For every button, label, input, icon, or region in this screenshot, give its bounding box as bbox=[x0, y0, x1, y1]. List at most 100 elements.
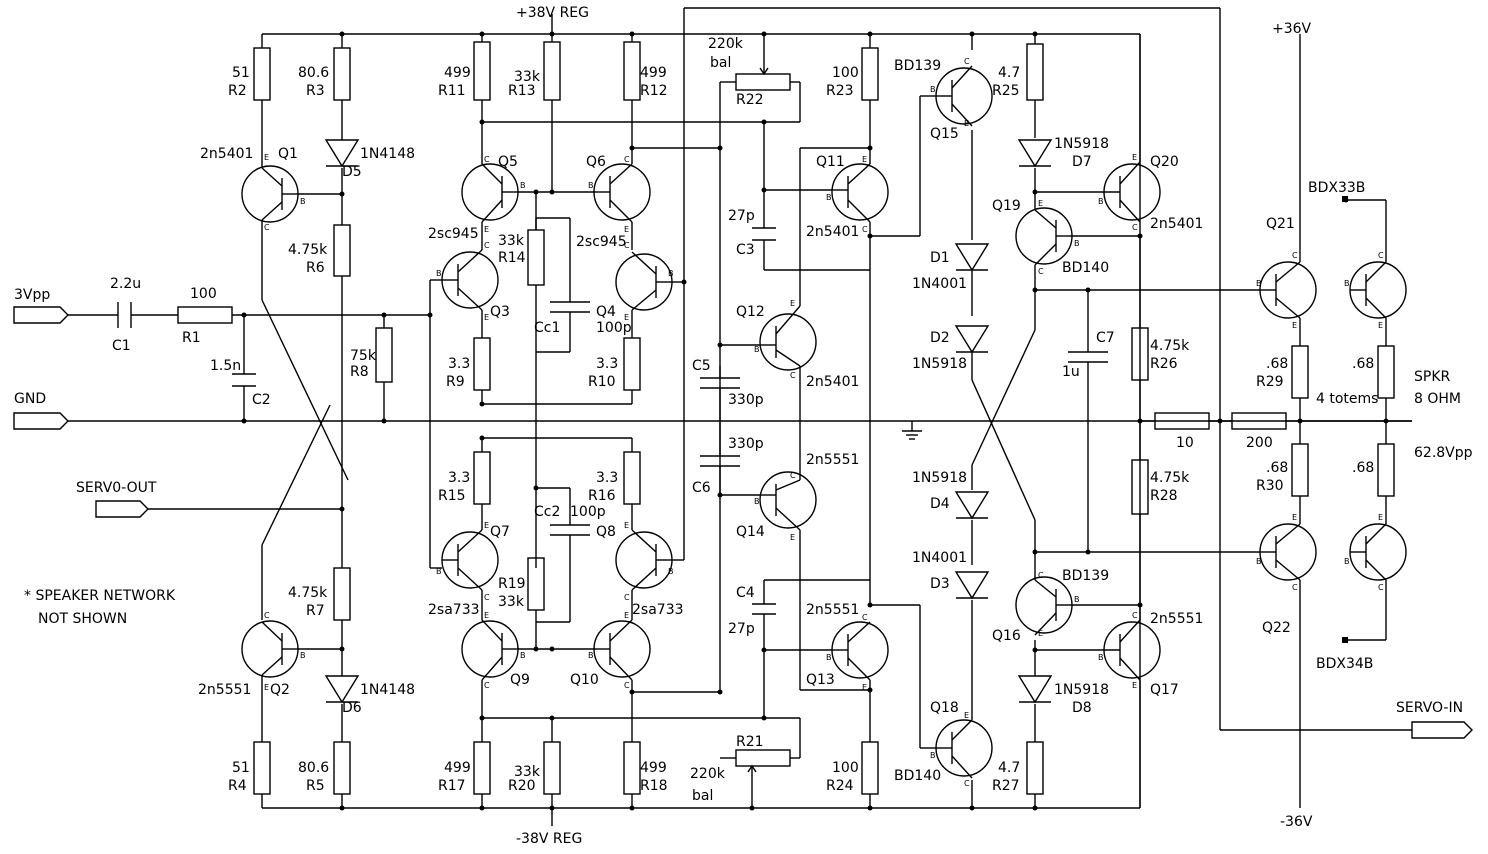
r26-ref: R26 bbox=[1150, 356, 1178, 372]
q3-ref: Q3 bbox=[490, 304, 510, 320]
r2-ref: R2 bbox=[228, 83, 247, 99]
svg-text:E: E bbox=[624, 225, 629, 234]
q11-part: 2n5401 bbox=[806, 224, 859, 240]
svg-text:E: E bbox=[1132, 681, 1137, 690]
servo-in-label: SERVO-IN bbox=[1396, 700, 1463, 716]
svg-text:B: B bbox=[668, 269, 674, 278]
q1-ref: Q1 bbox=[278, 146, 298, 162]
q7-ref: Q7 bbox=[490, 524, 510, 540]
svg-text:B: B bbox=[436, 567, 442, 576]
q20-ref: Q20 bbox=[1150, 154, 1179, 170]
q5-part: 2sc945 bbox=[428, 226, 479, 242]
svg-text:E: E bbox=[1378, 513, 1383, 522]
q5-ref: Q5 bbox=[498, 154, 518, 170]
svg-text:E: E bbox=[1292, 513, 1297, 522]
q2-part: 2n5551 bbox=[198, 682, 251, 698]
q6-ref: Q6 bbox=[586, 154, 606, 170]
svg-text:C: C bbox=[862, 613, 868, 622]
d7-value: 1N5918 bbox=[1054, 136, 1109, 152]
r6-value: 4.75k bbox=[288, 242, 328, 258]
svg-text:E: E bbox=[1132, 153, 1137, 162]
q22-ref: Q22 bbox=[1262, 620, 1291, 636]
q12-part: 2n5401 bbox=[806, 374, 859, 390]
c3-value: 27p bbox=[728, 208, 755, 224]
r30-ref: R30 bbox=[1256, 478, 1284, 494]
r13-ref: R13 bbox=[508, 83, 536, 99]
totems-label: 4 totems bbox=[1316, 391, 1378, 407]
r30-value: .68 bbox=[1266, 460, 1288, 476]
r5-value: 80.6 bbox=[298, 760, 329, 776]
svg-text:E: E bbox=[964, 711, 969, 720]
q10-part: 2sa733 bbox=[632, 602, 684, 618]
neg-reg-label: -38V REG bbox=[516, 831, 582, 847]
c7-ref: C7 bbox=[1096, 330, 1115, 346]
r22-bal: bal bbox=[710, 55, 731, 71]
q18-ref: Q18 bbox=[930, 700, 959, 716]
q6-part: 2sc945 bbox=[576, 234, 627, 250]
svg-text:B: B bbox=[826, 653, 832, 662]
svg-text:C: C bbox=[624, 241, 630, 250]
servo-out-label: SERV0-OUT bbox=[76, 480, 157, 496]
q15-symbol bbox=[935, 65, 993, 127]
svg-text:B: B bbox=[520, 651, 526, 660]
pos-rail-label: +36V bbox=[1272, 21, 1312, 37]
r4-value: 51 bbox=[232, 760, 250, 776]
r20-ref: R20 bbox=[508, 778, 536, 794]
r25-value: 4.7 bbox=[998, 65, 1020, 81]
r17-ref: R17 bbox=[438, 778, 466, 794]
r18-ref: R18 bbox=[640, 778, 668, 794]
q3-symbol bbox=[441, 249, 499, 311]
svg-text:E: E bbox=[624, 521, 629, 530]
svg-text:C: C bbox=[624, 681, 630, 690]
r28-ref: R28 bbox=[1150, 488, 1178, 504]
q15-ref: Q15 bbox=[930, 126, 959, 142]
d5-value: 1N4148 bbox=[360, 146, 415, 162]
svg-text:C: C bbox=[1292, 583, 1298, 592]
svg-text:B: B bbox=[668, 567, 674, 576]
r19-ref: R19 bbox=[498, 576, 526, 592]
labels: +38V REG -38V REG +36V -36V 3Vpp GND SER… bbox=[14, 5, 1473, 847]
r22-value: 220k bbox=[708, 36, 744, 52]
svg-text:C: C bbox=[264, 223, 270, 232]
svg-text:B: B bbox=[1098, 653, 1104, 662]
d5-ref: D5 bbox=[342, 164, 362, 180]
q21b-symbol bbox=[1349, 261, 1407, 319]
q13-symbol bbox=[831, 621, 889, 681]
r29-ref: R29 bbox=[1256, 374, 1284, 390]
r27-value: 4.7 bbox=[998, 760, 1020, 776]
c7-value: 1u bbox=[1062, 364, 1080, 380]
q21-symbol bbox=[1259, 261, 1317, 319]
r14-ref: R14 bbox=[498, 250, 526, 266]
c5-value: 330p bbox=[728, 392, 764, 408]
svg-text:E: E bbox=[624, 611, 629, 620]
svg-text:B: B bbox=[588, 181, 594, 190]
svg-text:C: C bbox=[1292, 251, 1298, 260]
c2-ref: C2 bbox=[252, 392, 271, 408]
svg-text:C: C bbox=[484, 593, 490, 602]
r19-value: 33k bbox=[498, 594, 525, 610]
r16-value: 3.3 bbox=[596, 470, 618, 486]
r25-ref: R25 bbox=[992, 83, 1020, 99]
r2-value: 51 bbox=[232, 65, 250, 81]
svg-text:E: E bbox=[1292, 321, 1297, 330]
svg-text:C: C bbox=[964, 779, 970, 788]
rx1-value: .68 bbox=[1352, 356, 1374, 372]
servo-in-port-flag bbox=[1411, 721, 1473, 739]
q8-ref: Q8 bbox=[596, 524, 616, 540]
q15-part: BD139 bbox=[894, 58, 941, 74]
svg-text:E: E bbox=[862, 155, 867, 164]
r10-ohm-value: 10 bbox=[1176, 435, 1194, 451]
r7-ref: R7 bbox=[306, 603, 325, 619]
input-label: 3Vpp bbox=[14, 287, 50, 303]
cc1-value: 100p bbox=[596, 320, 632, 336]
q11-ref: Q11 bbox=[816, 154, 845, 170]
q19-ref: Q19 bbox=[992, 198, 1021, 214]
q9-symbol bbox=[461, 619, 519, 681]
r10-ref: R10 bbox=[588, 374, 616, 390]
r13-value: 33k bbox=[514, 69, 541, 85]
q20-part: 2n5401 bbox=[1150, 216, 1203, 232]
svg-text:E: E bbox=[1038, 629, 1043, 638]
capacitor-plates bbox=[117, 227, 1108, 615]
svg-text:E: E bbox=[484, 521, 489, 530]
svg-text:E: E bbox=[790, 533, 795, 542]
